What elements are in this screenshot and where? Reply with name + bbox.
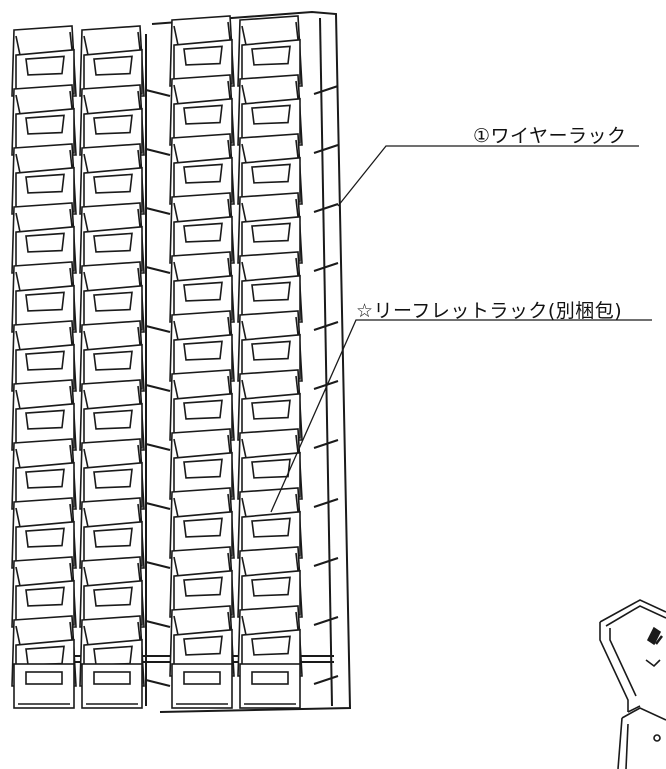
wire-frame-outline (151, 10, 352, 713)
leaflet-pocket (237, 310, 303, 382)
leaflet-pocket (169, 369, 235, 441)
wire-crossbar (145, 266, 171, 274)
leaflet-pocket (237, 605, 303, 677)
wire-crossbar (145, 148, 171, 156)
leaflet-pocket (79, 379, 145, 451)
wire-hook (313, 144, 339, 154)
leaflet-rack-label: ☆リーフレットラック(別梱包) (356, 300, 623, 322)
leaflet-pocket (79, 438, 145, 510)
leaflet-pocket (79, 202, 145, 274)
base-pocket (171, 663, 233, 709)
leader-lines (270, 145, 652, 513)
leaflet-pocket (11, 84, 77, 156)
wire-crossbar (145, 502, 171, 510)
base-pocket (13, 663, 75, 709)
leaflet-pocket (79, 25, 145, 97)
leaflet-pocket (237, 15, 303, 87)
wire-crossbar (145, 679, 171, 687)
base-pocket (81, 663, 143, 709)
leaflet-pocket (11, 379, 77, 451)
leaflet-pocket (79, 497, 145, 569)
wire-hook (313, 262, 339, 272)
wire-rack-label: ①ワイヤーラック (473, 125, 627, 147)
leaflet-pocket (169, 15, 235, 87)
leaflet-pocket (79, 556, 145, 628)
wire-crossbar (145, 89, 171, 97)
wire-crossbar (145, 325, 171, 333)
leaflet-pocket (11, 25, 77, 97)
leaflet-pocket (11, 261, 77, 333)
leaflet-pocket (237, 251, 303, 323)
leaflet-pocket (79, 84, 145, 156)
base-pocket (239, 663, 301, 709)
wire-crossbar (145, 443, 171, 451)
wire-hook (313, 557, 339, 567)
leaflet-pocket (79, 143, 145, 215)
wire-hook (313, 380, 339, 390)
partial-rack-detail (599, 599, 666, 769)
wire-hook (313, 498, 339, 508)
leaflet-pocket (11, 202, 77, 274)
wire-hook (313, 439, 339, 449)
leaflet-pocket (237, 487, 303, 559)
wire-hook (313, 321, 339, 331)
leaflet-pocket (169, 428, 235, 500)
leaflet-pocket (79, 320, 145, 392)
leaflet-pocket (237, 192, 303, 264)
leaflet-pocket (169, 487, 235, 559)
leaflet-pocket (237, 428, 303, 500)
leaflet-pocket (11, 497, 77, 569)
leaflet-pocket (169, 251, 235, 323)
leaflet-pocket (11, 320, 77, 392)
leaflet-rack-leader (270, 319, 652, 513)
leaflet-pocket (237, 546, 303, 618)
leaflet-pocket (169, 133, 235, 205)
wire-crossbar (145, 561, 171, 569)
leaflet-rack-units (11, 15, 303, 709)
wire-crossbar (145, 620, 171, 628)
wire-rack-leader (337, 145, 639, 207)
leaflet-pocket (169, 310, 235, 382)
leaflet-pocket (237, 74, 303, 146)
leaflet-pocket (11, 438, 77, 510)
leaflet-pocket (169, 546, 235, 618)
leaflet-pocket (11, 556, 77, 628)
wire-hook (313, 616, 339, 626)
leaflet-pocket (79, 261, 145, 333)
leaflet-pocket (169, 74, 235, 146)
wire-hook (313, 203, 339, 213)
leaflet-pocket (237, 133, 303, 205)
wire-hook (313, 85, 339, 95)
wire-hook (313, 675, 339, 685)
leaflet-pocket (11, 143, 77, 215)
wire-frame-right-rail (319, 17, 333, 707)
leaflet-pocket (237, 369, 303, 441)
wire-crossbar (145, 384, 171, 392)
wire-crossbar (145, 207, 171, 215)
leaflet-pocket (169, 192, 235, 264)
